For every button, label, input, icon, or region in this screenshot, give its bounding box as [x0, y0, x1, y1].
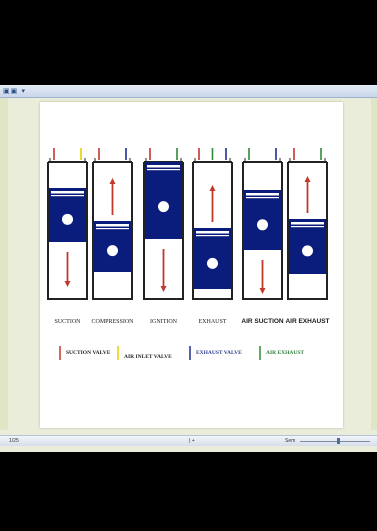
cylinder-5	[242, 148, 283, 300]
piston-ring	[246, 193, 279, 196]
cylinder-wall	[47, 162, 88, 300]
cylinder-label: EXHAUST	[199, 319, 227, 325]
motion-arrow-head	[209, 185, 216, 191]
piston-ring	[246, 197, 279, 199]
motion-arrow-head	[304, 176, 311, 182]
legend-label: EXHAUST VALVE	[196, 350, 242, 356]
cylinder-label: SUCTION	[54, 319, 81, 325]
piston-ring	[96, 224, 129, 227]
piston-ring	[147, 165, 180, 168]
zoom-slider-thumb[interactable]	[337, 438, 340, 444]
cylinder-wall	[242, 162, 283, 300]
motion-arrow-head	[259, 288, 266, 294]
piston-ring	[51, 195, 84, 197]
motion-arrow-head	[109, 178, 116, 184]
cylinder-wall	[192, 162, 233, 300]
wrist-pin	[302, 245, 313, 257]
legend-item: EXHAUST VALVE	[189, 346, 242, 360]
slide-canvas: SUCTION COMPRESSION IGNITION EXHAUST AIR SUC…	[40, 102, 343, 428]
notes-marker[interactable]: | +	[189, 438, 195, 444]
legend-item: SUCTION VALVE	[59, 346, 111, 360]
cylinder-group	[47, 148, 328, 300]
wrist-pin	[158, 201, 169, 213]
status-bar: 1/25 | + Sem	[0, 435, 377, 446]
legend-label: AIR INLET VALVE	[124, 354, 172, 360]
legend-label: SUCTION VALVE	[66, 350, 111, 356]
wrist-pin	[257, 219, 268, 231]
legend-item: AIR INLET VALVE	[117, 346, 172, 360]
valve-legend: SUCTION VALVE AIR INLET VALVE EXHAUST VALV…	[59, 346, 304, 360]
cylinder-label: IGNITION	[150, 319, 178, 325]
cylinder-2	[92, 148, 133, 300]
piston-ring	[96, 228, 129, 230]
presentation-window: ▣▣ ▾ SUCTION COMPRESSION IGNITION EXHAUST AI…	[0, 85, 377, 452]
cylinder-wall	[287, 162, 328, 300]
video-letterbox-top	[0, 0, 377, 85]
piston-ring	[196, 235, 229, 237]
wrist-pin	[207, 257, 218, 269]
quick-access-toolbar: ▣▣ ▾	[0, 85, 377, 98]
video-letterbox-bottom	[0, 452, 377, 531]
slide-pane-right	[371, 98, 377, 430]
motion-arrow-head	[64, 281, 71, 287]
quick-access-icons[interactable]: ▣▣ ▾	[3, 87, 26, 95]
cylinder-labels: SUCTION COMPRESSION IGNITION EXHAUST AIR SUC…	[54, 318, 329, 325]
piston-ring	[51, 191, 84, 194]
cylinder-6	[287, 148, 328, 300]
piston-ring	[291, 226, 324, 228]
cylinder-wall	[143, 162, 184, 300]
engine-cycle-diagram: SUCTION COMPRESSION IGNITION EXHAUST AIR SUC…	[47, 148, 330, 360]
piston	[145, 162, 182, 239]
slide-pane-left	[0, 98, 8, 430]
slide-counter: 1/25	[9, 438, 19, 444]
zoom-slider-track[interactable]	[300, 441, 370, 442]
cylinder-1	[47, 148, 88, 300]
wrist-pin	[62, 213, 73, 225]
piston-ring	[291, 222, 324, 225]
motion-arrow-head	[160, 286, 167, 292]
zoom-label: Sem	[285, 438, 296, 444]
cylinder-label: COMPRESSION	[91, 319, 134, 325]
cylinder-label: AIR SUCTION	[241, 318, 284, 325]
cylinder-label: AIR EXHAUST	[285, 318, 329, 325]
piston-ring	[196, 231, 229, 234]
legend-item: AIR EXHAUST	[259, 346, 304, 360]
cylinder-wall	[92, 162, 133, 300]
legend-label: AIR EXHAUST	[266, 350, 304, 356]
wrist-pin	[107, 245, 118, 257]
piston-ring	[147, 169, 180, 171]
cylinder-3	[143, 148, 184, 300]
cylinder-4	[192, 148, 233, 300]
